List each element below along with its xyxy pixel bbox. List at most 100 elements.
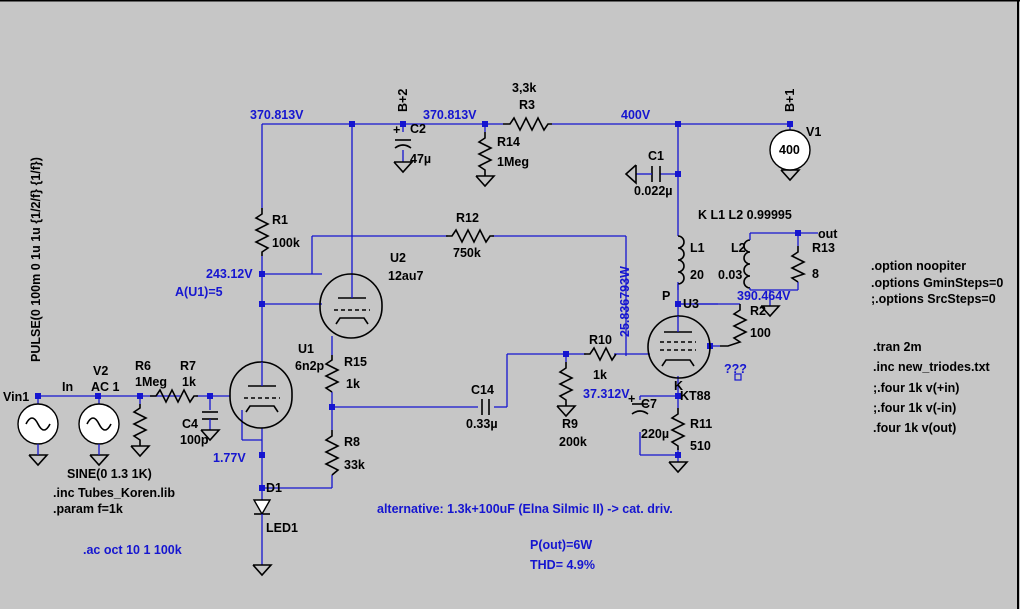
svg-text:.options GminSteps=0: .options GminSteps=0 xyxy=(871,276,1003,290)
r7-resistor[interactable] xyxy=(150,388,198,404)
r6-resistor[interactable] xyxy=(132,404,148,446)
spice-directives: PULSE(0 100m 0 1u 1u {1/2/f} {1/f}) .inc… xyxy=(29,157,1003,572)
node-voltage-390: 390.464V xyxy=(737,289,791,303)
r15-resistor[interactable] xyxy=(324,355,340,393)
svg-text:100k: 100k xyxy=(272,236,300,250)
svg-text:12au7: 12au7 xyxy=(388,269,423,283)
svg-text:6n2p: 6n2p xyxy=(295,359,325,373)
r12-resistor[interactable] xyxy=(446,228,494,244)
svg-text:THD= 4.9%: THD= 4.9% xyxy=(530,558,595,572)
u3-tube[interactable] xyxy=(647,315,711,379)
svg-text:R3: R3 xyxy=(519,98,535,112)
svg-text:L1: L1 xyxy=(690,241,705,255)
svg-text:R8: R8 xyxy=(344,435,360,449)
vin1-source[interactable] xyxy=(17,396,59,455)
svg-text:SINE(0 1.3 1K): SINE(0 1.3 1K) xyxy=(67,467,152,481)
svg-text:C14: C14 xyxy=(471,383,494,397)
wires[interactable] xyxy=(38,123,818,565)
out-label: out xyxy=(818,227,838,241)
c7-capacitor[interactable]: + xyxy=(628,392,649,415)
node-voltage-243: 243.12V xyxy=(206,267,253,281)
c14-capacitor[interactable] xyxy=(481,399,490,415)
node-voltage-400: 400V xyxy=(621,108,651,122)
l2-inductor[interactable] xyxy=(743,233,751,290)
svg-text:;.four 1k v(+in): ;.four 1k v(+in) xyxy=(873,381,959,395)
svg-text:.inc Tubes_Koren.lib: .inc Tubes_Koren.lib xyxy=(53,486,175,500)
r14-resistor[interactable] xyxy=(477,132,493,176)
c1-capacitor[interactable] xyxy=(636,166,661,182)
power-reading: 25.836793W xyxy=(618,266,632,337)
svg-text:47µ: 47µ xyxy=(410,152,431,166)
svg-text:LED1: LED1 xyxy=(266,521,298,535)
svg-text:3,3k: 3,3k xyxy=(512,81,536,95)
svg-text:.param f=1k: .param f=1k xyxy=(53,502,123,516)
r9-resistor[interactable] xyxy=(558,362,574,406)
svg-text:alternative: 1.3k+100uF (Elna: alternative: 1.3k+100uF (Elna Silmic II)… xyxy=(377,502,673,516)
svg-text:R9: R9 xyxy=(562,417,578,431)
node-voltage-37: 37.312V xyxy=(583,387,630,401)
v2-source[interactable] xyxy=(78,396,120,455)
svg-text:1k: 1k xyxy=(182,375,196,389)
r11-resistor[interactable] xyxy=(670,408,686,450)
svg-text:1Meg: 1Meg xyxy=(135,375,167,389)
junction-dots xyxy=(35,121,801,491)
svg-text:0.33µ: 0.33µ xyxy=(466,417,498,431)
svg-text:20: 20 xyxy=(690,268,704,282)
svg-text:400: 400 xyxy=(779,143,800,157)
l1-inductor[interactable] xyxy=(677,235,685,290)
svg-text:8: 8 xyxy=(812,267,819,281)
svg-text:C4: C4 xyxy=(182,417,198,431)
r1-resistor[interactable] xyxy=(254,208,270,256)
svg-text:.ac oct 10 1 100k: .ac oct 10 1 100k xyxy=(83,543,182,557)
u1-tube[interactable] xyxy=(229,361,293,429)
svg-text:R2: R2 xyxy=(750,304,766,318)
svg-text:P(out)=6W: P(out)=6W xyxy=(530,538,592,552)
svg-text:220µ: 220µ xyxy=(641,427,669,441)
svg-text:R10: R10 xyxy=(589,333,612,347)
plate-label: P xyxy=(662,289,670,303)
node-voltage-mid: 370.813V xyxy=(423,108,477,122)
r10-resistor[interactable] xyxy=(584,346,617,362)
c2-capacitor[interactable]: + xyxy=(393,123,412,162)
svg-text:33k: 33k xyxy=(344,458,365,472)
r2-resistor[interactable] xyxy=(720,304,748,347)
svg-text:R15: R15 xyxy=(344,355,367,369)
v1-source[interactable] xyxy=(769,129,811,171)
cathode-label: K xyxy=(674,379,683,393)
b2-label: B+2 xyxy=(396,89,410,112)
svg-text:D1: D1 xyxy=(266,481,282,495)
svg-text:+: + xyxy=(628,392,635,406)
in-label: In xyxy=(62,380,73,394)
d1-led[interactable] xyxy=(252,499,272,530)
svg-text:1k: 1k xyxy=(346,377,360,391)
u2-tube[interactable] xyxy=(319,273,383,339)
component-labels: V1 400 V2 AC 1 SINE(0 1.3 1K) R1 100k 3,… xyxy=(67,81,835,535)
svg-text:R6: R6 xyxy=(135,359,151,373)
svg-text:AC 1: AC 1 xyxy=(91,380,120,394)
r8-resistor[interactable] xyxy=(324,430,340,476)
ground-symbols xyxy=(28,161,801,577)
c4-capacitor[interactable] xyxy=(202,411,218,430)
vin1-label: Vin1 xyxy=(3,390,29,404)
svg-text:???: ??? xyxy=(724,362,747,376)
svg-text:V1: V1 xyxy=(806,125,821,139)
svg-text:.four 1k v(out): .four 1k v(out) xyxy=(873,421,956,435)
svg-text:R7: R7 xyxy=(180,359,196,373)
svg-text:C1: C1 xyxy=(648,149,664,163)
svg-text:L2: L2 xyxy=(731,241,746,255)
svg-text:.option noopiter: .option noopiter xyxy=(871,259,966,273)
svg-text:C2: C2 xyxy=(410,122,426,136)
r3-resistor[interactable] xyxy=(503,116,552,132)
svg-text:R11: R11 xyxy=(690,417,712,431)
svg-text:1k: 1k xyxy=(593,368,607,382)
svg-text:R14: R14 xyxy=(497,135,520,149)
svg-text:C7: C7 xyxy=(641,397,657,411)
r13-resistor[interactable] xyxy=(790,246,807,283)
svg-text:R1: R1 xyxy=(272,213,288,227)
svg-text:750k: 750k xyxy=(453,246,481,260)
svg-text:100: 100 xyxy=(750,326,771,340)
svg-text:+: + xyxy=(393,123,400,137)
svg-text:.tran 2m: .tran 2m xyxy=(873,340,922,354)
